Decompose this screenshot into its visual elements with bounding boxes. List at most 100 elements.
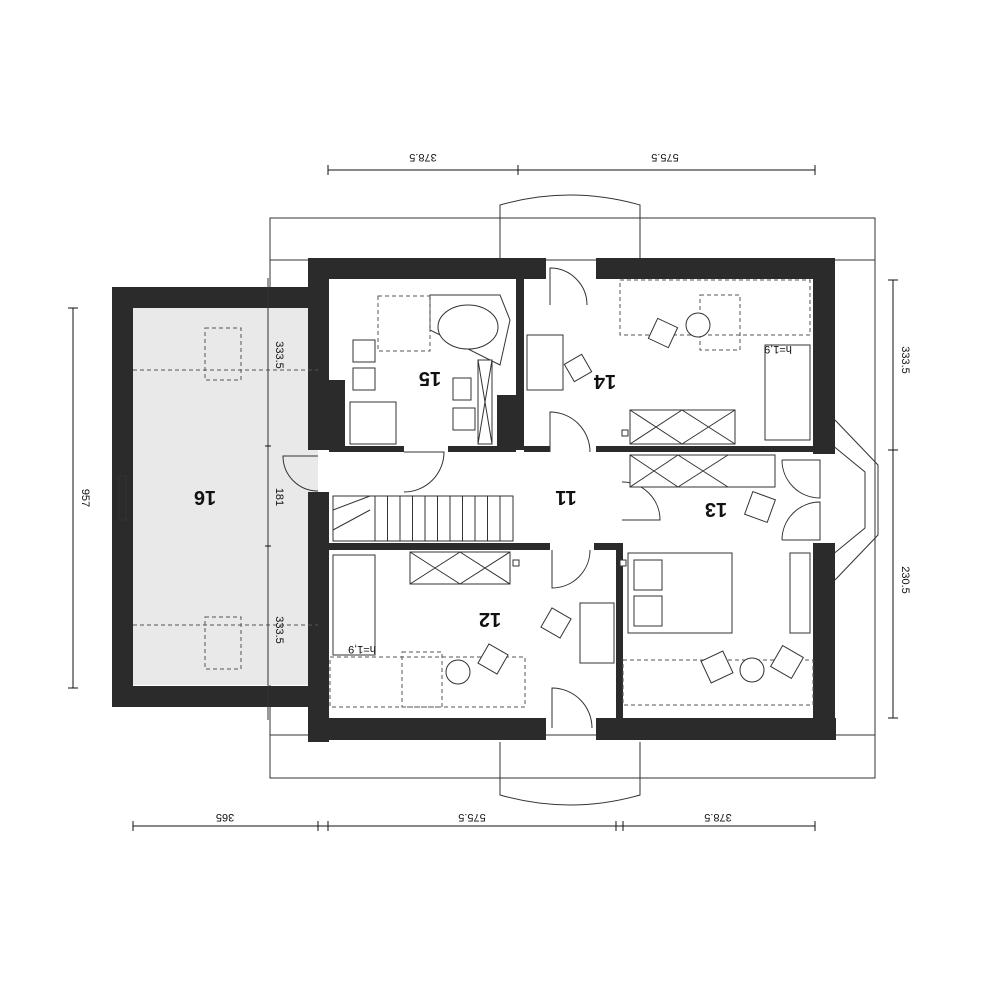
room-labels: 11 12 13 14 15 16 <box>194 367 727 630</box>
installation-cross <box>477 359 493 445</box>
attic-area <box>133 308 318 685</box>
socket <box>619 559 627 567</box>
chair <box>743 490 777 524</box>
toilet <box>452 407 476 431</box>
roof-outline <box>269 194 879 806</box>
height-label-room12: h=1,9 <box>348 643 376 655</box>
dim-top-left: 378.5 <box>409 151 437 163</box>
wardrobe-cross <box>629 409 736 445</box>
wall <box>112 686 318 707</box>
staircase <box>332 495 514 542</box>
bed <box>332 554 376 656</box>
bay-window <box>834 419 879 581</box>
wall <box>308 718 546 740</box>
dim-bottom-mid: 575.5 <box>458 811 486 823</box>
door-swing <box>551 687 593 729</box>
chair <box>700 650 734 684</box>
room12-furniture <box>329 429 629 708</box>
wall <box>308 258 546 279</box>
dimension-labels: 378.5 575.5 365 575.5 378.5 957 333.5 23… <box>79 151 911 823</box>
door-swing <box>621 481 661 521</box>
stair-steps <box>374 496 501 541</box>
stair-winder <box>332 495 371 531</box>
dimension-lines <box>68 165 898 831</box>
wall <box>329 446 404 452</box>
table <box>445 659 471 685</box>
dresser <box>789 552 811 634</box>
room14-furniture <box>526 279 811 445</box>
wall <box>497 395 516 446</box>
wall <box>596 446 813 452</box>
bidet <box>452 377 472 401</box>
dashed-zone <box>619 279 811 336</box>
wall <box>329 543 550 550</box>
wall <box>448 446 516 452</box>
wardrobe-cross <box>409 551 511 585</box>
dim-bottom-right: 378.5 <box>704 811 732 823</box>
sink <box>352 339 376 363</box>
wardrobe <box>409 551 511 585</box>
wall <box>308 258 329 450</box>
window <box>118 475 127 521</box>
wall <box>813 543 835 740</box>
bathroom-fixtures <box>349 294 511 445</box>
table <box>739 657 765 683</box>
attic-skylights <box>133 278 318 720</box>
skylight <box>204 616 242 670</box>
pillow <box>633 595 663 627</box>
dim-bottom-left: 365 <box>216 811 234 823</box>
door-swing <box>781 501 821 541</box>
room-14-label: 14 <box>593 370 616 392</box>
room-11-label: 11 <box>555 486 576 508</box>
chair <box>540 607 572 639</box>
chair <box>477 643 509 675</box>
door-swing <box>282 455 319 492</box>
wall <box>308 492 329 742</box>
skylight <box>204 327 242 381</box>
wall <box>524 446 550 452</box>
wall <box>616 543 623 718</box>
socket <box>512 559 520 567</box>
room-12-label: 12 <box>479 608 501 630</box>
bath-basin <box>437 304 499 350</box>
wall <box>112 287 318 308</box>
wall <box>596 258 834 279</box>
dim-inner-lower: 333.5 <box>273 616 285 644</box>
dim-right-upper: 333.5 <box>899 346 911 374</box>
doors <box>282 267 821 729</box>
wardrobe <box>629 409 736 445</box>
desk <box>579 602 615 664</box>
door-swing <box>403 451 445 493</box>
dashed-zone <box>377 295 431 352</box>
room-16-label: 16 <box>194 486 216 508</box>
wall <box>594 543 620 550</box>
dashed-zone <box>401 651 443 708</box>
dim-right-lower: 230.5 <box>899 566 911 594</box>
dormer-bottom <box>499 742 641 806</box>
bay-window-inner <box>825 439 866 561</box>
dim-left-total: 957 <box>79 489 91 507</box>
walls <box>112 258 836 742</box>
wall <box>596 718 836 740</box>
bed <box>764 344 811 441</box>
dim-top-right: 575.5 <box>651 151 679 163</box>
socket <box>621 429 629 437</box>
wardrobe-cross <box>629 454 729 488</box>
table <box>685 312 711 338</box>
room-13-label: 13 <box>705 498 727 520</box>
door-swing <box>549 267 588 306</box>
door-swing <box>549 411 591 453</box>
dashed-zone <box>329 656 526 708</box>
dim-inner-upper: 333.5 <box>273 341 285 369</box>
wall <box>516 279 524 450</box>
chair <box>647 317 679 349</box>
pillow <box>633 559 663 591</box>
shower-tray <box>349 401 397 445</box>
dim-inner-mid: 181 <box>273 488 285 506</box>
door-swing <box>781 459 821 499</box>
wall <box>329 380 345 446</box>
stair-frame <box>332 495 514 542</box>
height-label-room14: h=1,9 <box>764 343 792 355</box>
chair <box>563 353 593 383</box>
